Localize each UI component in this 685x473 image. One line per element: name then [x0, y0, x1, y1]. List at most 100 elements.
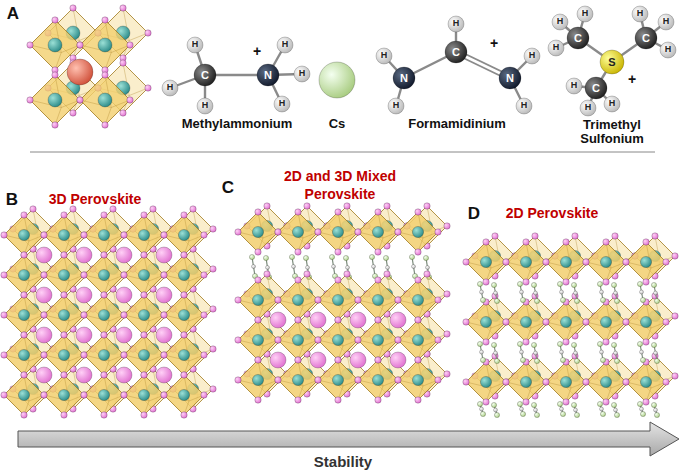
a-site-atom [116, 367, 132, 383]
atom-sphere [294, 66, 310, 82]
halide-atom [355, 229, 361, 235]
spacer-atom [494, 291, 498, 295]
spacer-atom [560, 411, 565, 416]
halide-atom [503, 379, 509, 385]
octahedron-edge [124, 295, 164, 335]
halide-atom [355, 297, 361, 303]
halide-atom [543, 379, 549, 385]
halide-atom [61, 212, 67, 218]
b-site-atom [480, 316, 491, 327]
halide-atom [275, 297, 281, 303]
halide-atom [335, 209, 341, 215]
octahedron-edge [278, 212, 318, 252]
a-site-atom [76, 367, 92, 383]
a-site-atom [156, 287, 172, 303]
octahedron [278, 360, 318, 400]
spacer-atom [372, 265, 376, 269]
spacer-atom [571, 402, 576, 407]
spacer-atom [534, 351, 538, 355]
atom-label: H [571, 81, 578, 91]
halide-atom [315, 337, 321, 343]
halide-atom [161, 232, 167, 238]
octahedron-edge [506, 242, 546, 282]
spacer-atom [480, 350, 484, 354]
halide-atom [623, 259, 629, 265]
octahedron-edge [278, 360, 318, 400]
b-site-atom [480, 376, 491, 387]
spacer-atom [306, 266, 310, 270]
spacer-atom [640, 297, 645, 302]
atom-sphere [580, 100, 596, 116]
octahedron-edge [546, 302, 586, 342]
atom-sphere [632, 6, 648, 22]
atom-sphere [277, 37, 293, 53]
halide-atom [1, 312, 7, 318]
octahedron-edge [626, 302, 666, 342]
octahedron-edge [164, 295, 204, 335]
b-site-atom [98, 269, 109, 280]
b-site-atom [640, 316, 651, 327]
spacer-atom [531, 402, 536, 407]
octahedron-edge [164, 335, 204, 375]
halide-atom [643, 239, 649, 245]
halide-atom [295, 209, 301, 215]
octahedron [546, 242, 586, 282]
halide-atom [101, 212, 107, 218]
b-site-atom [18, 229, 29, 240]
atom-sphere [548, 40, 564, 56]
octahedron [4, 215, 44, 255]
halide-atom [145, 30, 151, 36]
halide-atom [190, 206, 196, 212]
halide-atom [21, 212, 27, 218]
octahedron [398, 320, 438, 360]
halide-atom [395, 337, 401, 343]
a-site-atom [270, 312, 286, 328]
atom-sphere [388, 98, 404, 114]
octahedron-edge [398, 212, 438, 252]
spacer-atom [574, 408, 578, 412]
b-site-atom [560, 376, 571, 387]
halide-atom [181, 372, 187, 378]
spacer-atom [480, 297, 485, 302]
octahedron [44, 375, 84, 415]
octahedron-edge [4, 335, 44, 375]
octahedron-edge [4, 295, 44, 335]
b-site-atom [292, 294, 303, 305]
atom-sphere [577, 6, 593, 22]
atom-label: S [608, 56, 615, 68]
spacer-atom [654, 298, 659, 303]
b-site-atom [372, 294, 383, 305]
a-site-atom [156, 367, 172, 383]
halide-atom [652, 233, 658, 239]
halide-atom [503, 319, 509, 325]
halide-atom [61, 332, 67, 338]
octahedron-edge [626, 362, 666, 402]
halide-atom [375, 397, 381, 403]
atom-label: H [202, 101, 209, 111]
panel-letter: B [6, 191, 18, 210]
halide-atom [81, 272, 87, 278]
octahedron [238, 320, 278, 360]
spacer-atom [332, 265, 336, 269]
halide-atom [181, 212, 187, 218]
halide-atom [395, 229, 401, 235]
a-site-atom [36, 367, 52, 383]
halide-atom [1, 352, 7, 358]
octahedron-edge [278, 320, 318, 360]
octahedron-edge [84, 215, 124, 255]
octahedron-edge [124, 255, 164, 295]
atom-sphere [445, 41, 467, 63]
atom-sphere [162, 80, 178, 96]
spacer-atom [654, 351, 658, 355]
halide-atom [503, 259, 509, 265]
halide-atom [61, 332, 67, 338]
stability-arrow [18, 422, 679, 456]
octahedron-edge [318, 280, 358, 320]
octahedron-edge [44, 215, 84, 255]
atom-sphere [660, 42, 676, 58]
halide-atom [41, 272, 47, 278]
halide-atom [415, 357, 421, 363]
octahedron-edge [4, 215, 44, 255]
halide-atom [81, 232, 87, 238]
